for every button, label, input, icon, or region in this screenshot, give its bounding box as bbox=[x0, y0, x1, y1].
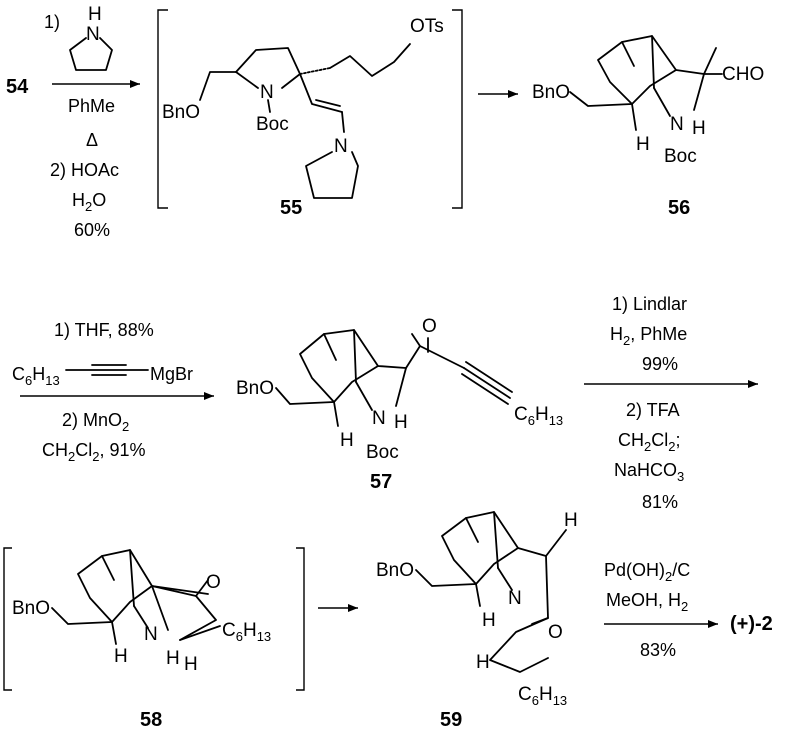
n-55: N bbox=[260, 82, 274, 103]
step4-line1: 1) Lindlar bbox=[612, 294, 687, 314]
product-label: (+)-2 bbox=[730, 613, 773, 635]
compound-56-structure: BnO N H H Boc CHO bbox=[532, 35, 764, 167]
bno-57: BnO bbox=[236, 378, 274, 399]
h2-58: H bbox=[166, 648, 180, 669]
n-57: N bbox=[372, 408, 386, 429]
bracket-right-58 bbox=[296, 547, 305, 691]
h1-57: H bbox=[394, 412, 408, 433]
step4-line4: 2) TFA bbox=[626, 400, 680, 420]
o-57: O bbox=[422, 316, 437, 337]
step1-line1: 1) bbox=[44, 12, 60, 32]
compound-57-structure: BnO N H H Boc O C6H13 bbox=[236, 316, 563, 463]
bno-56: BnO bbox=[532, 82, 570, 103]
pyrrolidine-H: H bbox=[88, 4, 102, 25]
boc-57: Boc bbox=[366, 442, 399, 463]
o-59: O bbox=[548, 622, 563, 643]
svg-text:MgBr: MgBr bbox=[150, 364, 193, 384]
step4-line7: 81% bbox=[642, 492, 678, 512]
compound-54-label: 54 bbox=[6, 76, 29, 98]
step1-line6: 60% bbox=[74, 220, 110, 240]
n-enamine-55: N bbox=[334, 136, 348, 157]
step6-line3: 83% bbox=[640, 640, 676, 660]
pyrrolidine-reagent: 1) H N bbox=[44, 4, 113, 71]
boc-56: Boc bbox=[664, 146, 697, 167]
h1-59: H bbox=[564, 510, 578, 531]
boc-55: Boc bbox=[256, 114, 289, 135]
bracket-right-55 bbox=[452, 9, 463, 209]
step1-line2: PhMe bbox=[68, 96, 115, 116]
svg-text:C6H13: C6H13 bbox=[12, 364, 60, 388]
bno-58: BnO bbox=[12, 598, 50, 619]
h3-58: H bbox=[184, 654, 198, 675]
h1-56: H bbox=[692, 118, 706, 139]
step6-line1: Pd(OH)2/C bbox=[604, 560, 690, 584]
compound-55-structure: BnO N Boc OTs N bbox=[162, 16, 444, 199]
c6h13-59: C6H13 bbox=[518, 684, 567, 708]
step4-line2: H2, PhMe bbox=[610, 324, 687, 348]
step4-line6: NaHCO3 bbox=[614, 460, 684, 484]
n-56: N bbox=[670, 114, 684, 135]
bno-55: BnO bbox=[162, 102, 200, 123]
compound-59-label: 59 bbox=[440, 709, 462, 731]
compound-58-structure: BnO O N H H H C6H13 bbox=[12, 549, 271, 675]
step1-line3: Δ bbox=[86, 130, 98, 150]
step3-line2-hexylmagnesium-bromide: C6H13 MgBr bbox=[12, 364, 193, 388]
bracket-left-58 bbox=[3, 547, 12, 691]
step3-line3: 2) MnO2 bbox=[62, 410, 129, 434]
step3-line4: CH2Cl2, 91% bbox=[42, 440, 146, 464]
cho-56: CHO bbox=[722, 64, 764, 85]
step3-line1: 1) THF, 88% bbox=[54, 320, 154, 340]
n-58: N bbox=[144, 624, 158, 645]
h2-57: H bbox=[340, 430, 354, 451]
ots-55: OTs bbox=[410, 16, 444, 37]
step4-line5: CH2Cl2; bbox=[618, 430, 680, 454]
compound-59-structure: BnO H N H H O C6H13 bbox=[376, 510, 578, 708]
c6h13-58: C6H13 bbox=[222, 620, 271, 644]
compound-58-label: 58 bbox=[140, 709, 162, 731]
h2-59: H bbox=[482, 610, 496, 631]
compound-56-label: 56 bbox=[668, 197, 690, 219]
h1-58: H bbox=[114, 646, 128, 667]
bracket-left-55 bbox=[157, 9, 168, 209]
bno-59: BnO bbox=[376, 560, 414, 581]
compound-57-label: 57 bbox=[370, 471, 392, 493]
step1-line5: H2O bbox=[72, 190, 106, 214]
pyrrolidine-N: N bbox=[86, 24, 100, 45]
h3-59: H bbox=[476, 652, 490, 673]
h2-56: H bbox=[636, 134, 650, 155]
n-59: N bbox=[508, 588, 522, 609]
c6h13-57: C6H13 bbox=[514, 404, 563, 428]
compound-55-label: 55 bbox=[280, 197, 302, 219]
o-58: O bbox=[206, 572, 221, 593]
step4-line3: 99% bbox=[642, 354, 678, 374]
step6-line2: MeOH, H2 bbox=[606, 590, 688, 614]
step1-line4: 2) HOAc bbox=[50, 160, 119, 180]
